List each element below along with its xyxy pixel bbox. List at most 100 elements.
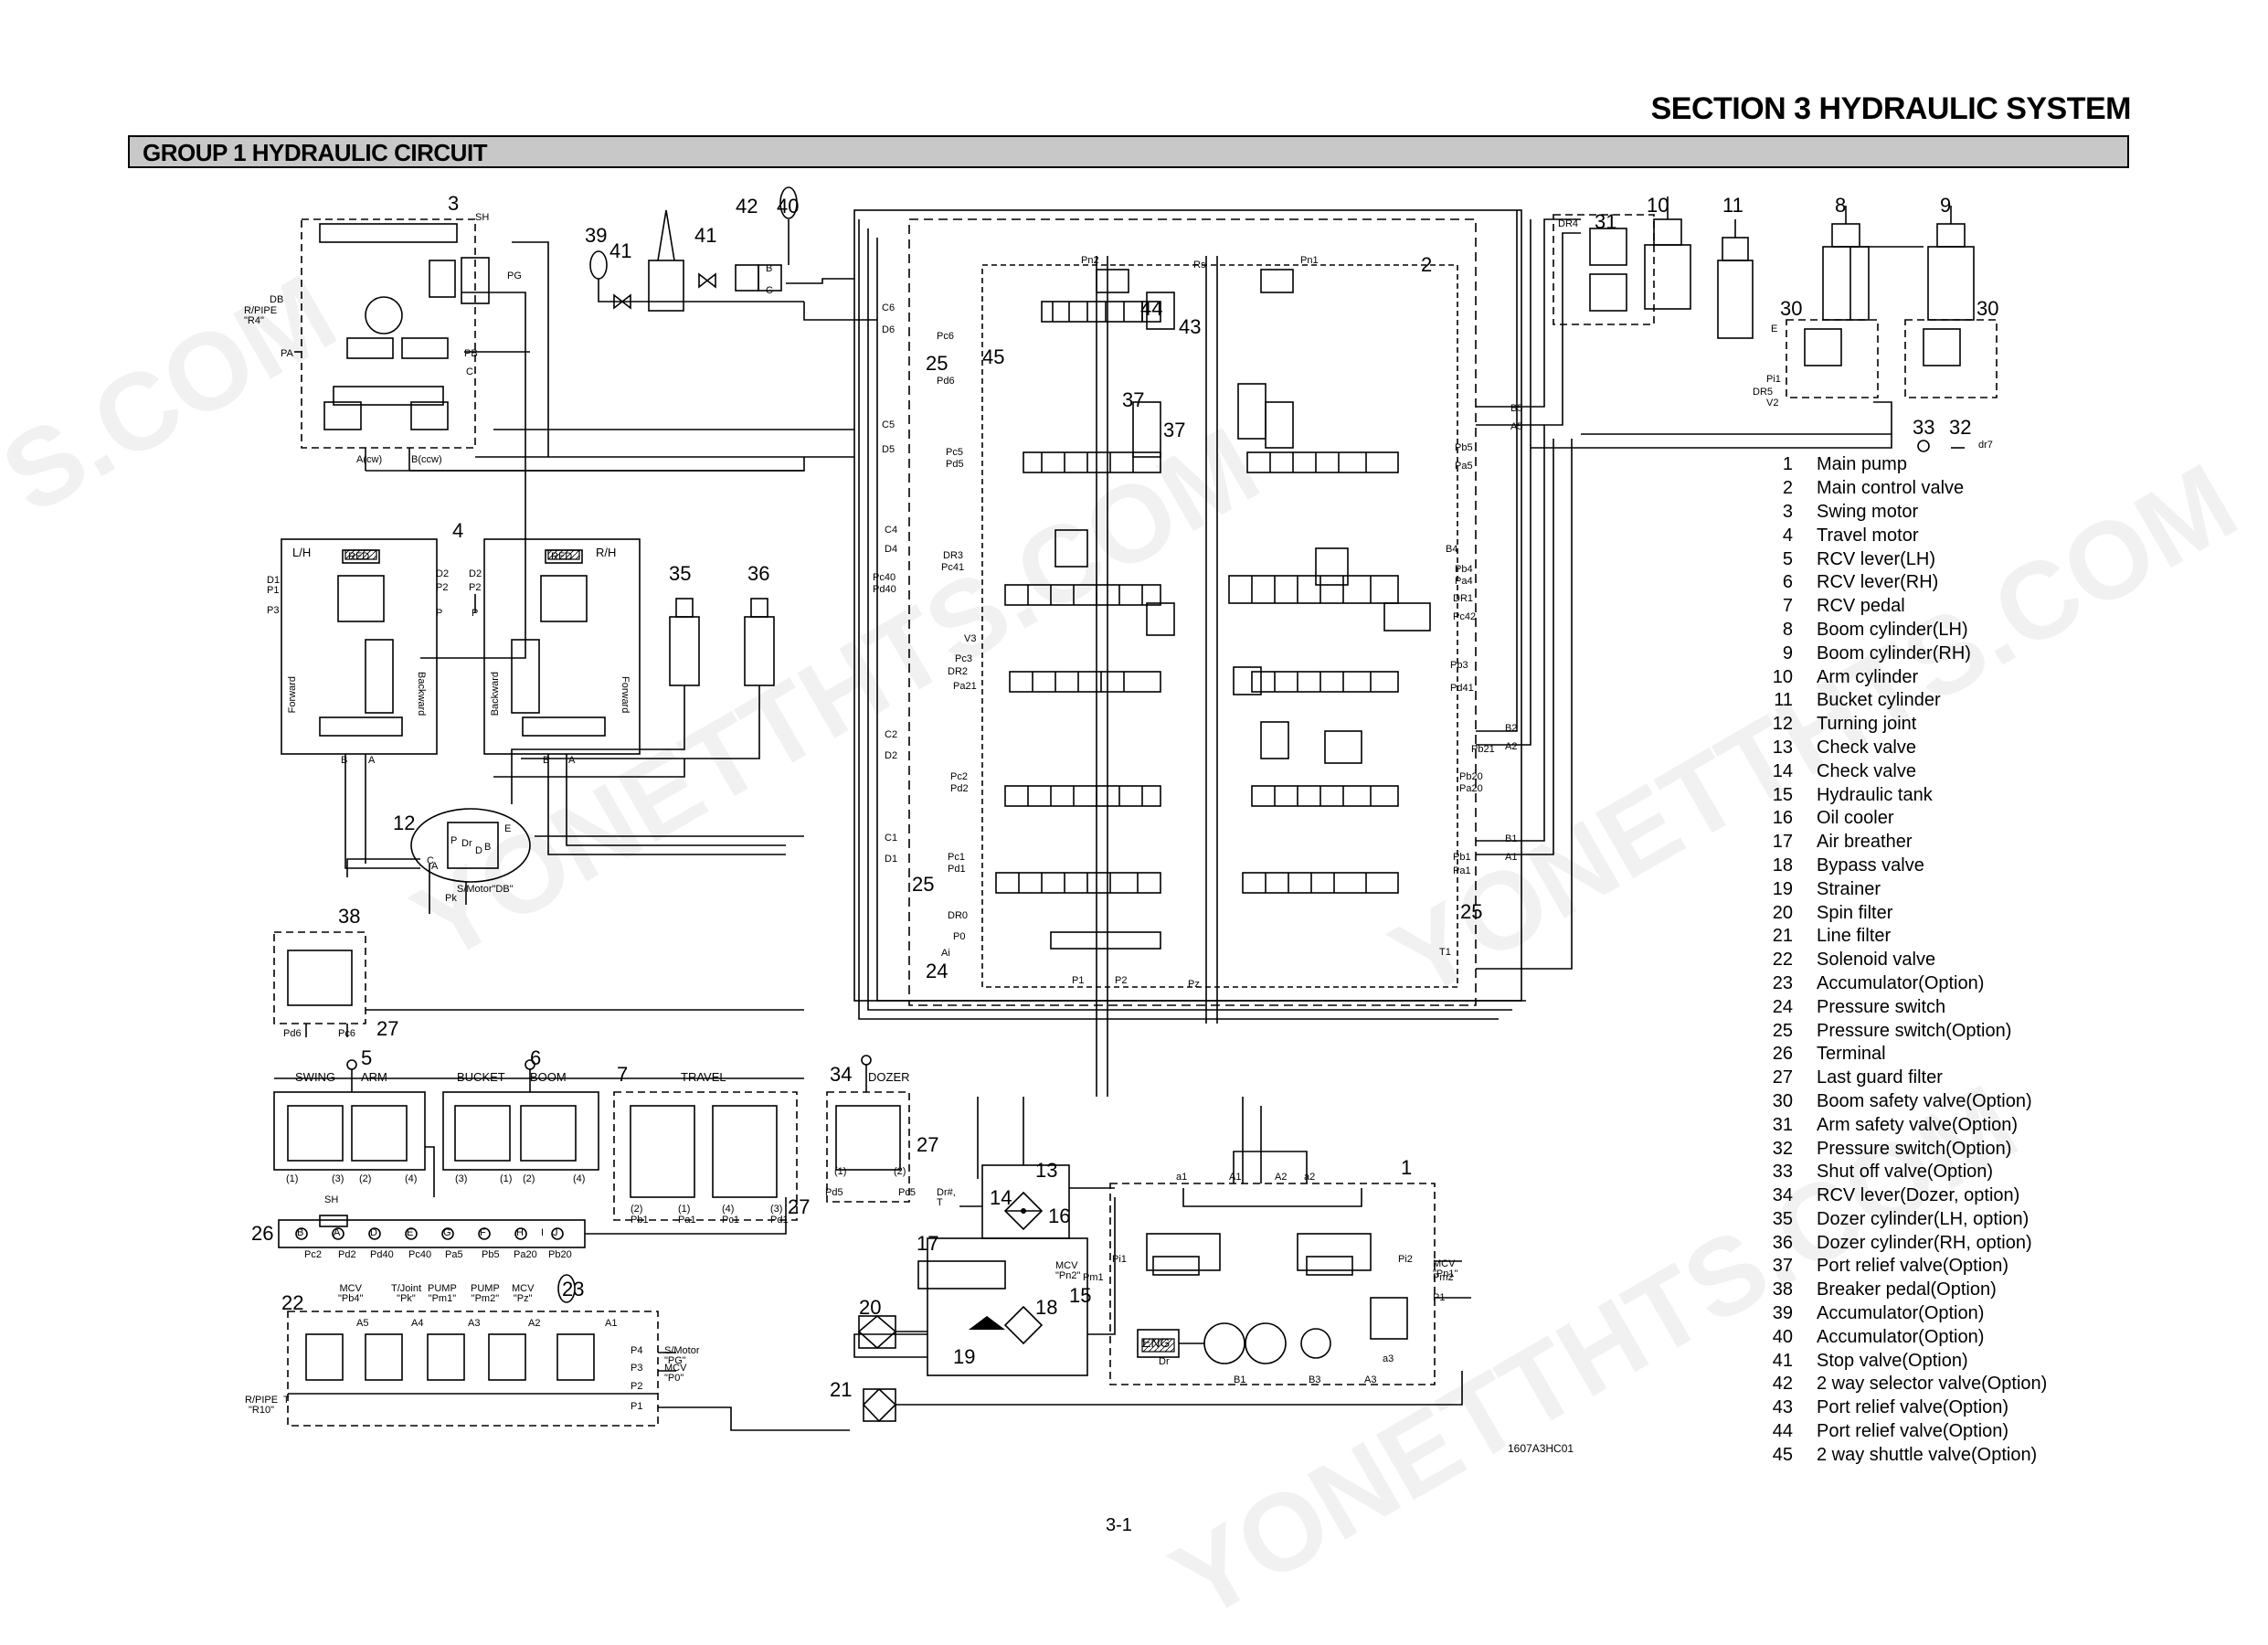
legend-name: RCV pedal — [1817, 596, 1905, 617]
page-number: 3-1 — [1106, 1515, 1132, 1535]
port-label: V3 — [964, 633, 977, 644]
port-label: P0 — [953, 931, 966, 942]
port-label: Pc3 — [955, 653, 972, 664]
port-label: (1) — [678, 1204, 691, 1215]
port-label: Pa5 — [1455, 461, 1473, 472]
legend-name: Terminal — [1817, 1044, 1886, 1065]
port-label: Dr#, T — [937, 1187, 956, 1208]
port-label: A2 — [528, 1318, 541, 1329]
port-label: A(cw) — [356, 454, 383, 465]
port-label: C2 — [885, 729, 898, 740]
port-label: A5 — [1510, 421, 1523, 432]
legend-number: 35 — [1772, 1208, 1793, 1229]
callout-4: 4 — [452, 519, 464, 542]
callout-7: 7 — [617, 1063, 629, 1086]
port-label: Pc40 — [873, 572, 896, 583]
port-label: Rs — [1193, 260, 1206, 271]
port-label: S/Motor"DB" — [457, 884, 514, 895]
port-label: (4) — [722, 1204, 735, 1215]
port-label: H — [516, 1227, 524, 1238]
port-label: B5 — [1510, 403, 1523, 414]
port-label: (3) — [455, 1173, 468, 1184]
port-label: Pd6 — [937, 376, 955, 387]
port-label: B2 — [1505, 723, 1518, 734]
legend-number: 13 — [1772, 737, 1793, 758]
port-label: Backward — [416, 672, 427, 716]
port-label: B4 — [1446, 544, 1458, 555]
legend-number: 30 — [1772, 1090, 1793, 1111]
port-label: C5 — [882, 419, 896, 430]
port-label: P2 — [1115, 975, 1128, 986]
port-label: (2) — [359, 1173, 372, 1184]
group-title: GROUP 1 HYDRAULIC CIRCUIT — [143, 139, 488, 166]
callout-11: 11 — [1722, 194, 1743, 217]
label-red: RED — [551, 551, 573, 562]
legend-number: 10 — [1772, 666, 1793, 687]
callout-9: 9 — [1940, 194, 1952, 217]
legend-number: 1 — [1782, 454, 1793, 475]
legend-name: Port relief valve(Option) — [1817, 1397, 2009, 1418]
callout-20: 20 — [859, 1296, 882, 1319]
port-label: F — [480, 1227, 486, 1238]
mcv-spool-2 — [1023, 451, 1399, 473]
callout-37: 37 — [1122, 388, 1145, 411]
legend-name: Oil cooler — [1817, 808, 1894, 829]
port-label: Pa20 — [514, 1249, 537, 1260]
callout-31: 31 — [1595, 210, 1617, 233]
port-label: P4 — [631, 1345, 643, 1356]
legend-number: 42 — [1772, 1374, 1793, 1395]
port-label: Dr — [461, 838, 472, 849]
port-label: Pb21 — [1471, 744, 1495, 755]
callout-1: 1 — [1401, 1156, 1413, 1179]
port-label: A — [334, 1227, 341, 1238]
legend-row: 6 RCV lever(RH) — [1745, 571, 2147, 595]
legend-name: RCV lever(RH) — [1817, 572, 1939, 593]
port-label: D2 — [885, 750, 898, 761]
port-label: Pc1 — [948, 852, 965, 863]
callout-27: 27 — [917, 1133, 939, 1156]
port-label: (4) — [405, 1173, 418, 1184]
legend-name: Spin filter — [1817, 902, 1893, 923]
callout-27: 27 — [376, 1017, 399, 1040]
legend-name: Line filter — [1817, 926, 1892, 947]
legend-name: Boom safety valve(Option) — [1817, 1090, 2032, 1111]
port-label: Pc1 — [722, 1215, 739, 1226]
port-label: Pa5 — [445, 1249, 463, 1260]
legend-number: 17 — [1772, 832, 1793, 853]
callout-13: 13 — [1035, 1159, 1058, 1182]
port-label: DB — [270, 294, 284, 305]
rcv-internals — [287, 1105, 901, 1198]
port-label: Ai — [941, 948, 950, 959]
port-label: T/Joint "Pk" — [391, 1283, 422, 1304]
port-label: B1 — [1505, 833, 1518, 844]
port-label: MCV "Pb4" — [338, 1283, 364, 1304]
port-label: DR0 — [948, 910, 969, 921]
port-label: S/Motor "PG" — [664, 1345, 700, 1366]
legend-name: Accumulator(Option) — [1817, 1326, 1985, 1347]
legend-name: Breaker pedal(Option) — [1817, 1279, 1997, 1300]
legend-number: 6 — [1782, 572, 1793, 593]
legend-number: 8 — [1782, 619, 1793, 640]
legend-name: RCV lever(Dozer, option) — [1817, 1185, 2020, 1206]
legend-number: 44 — [1772, 1421, 1793, 1442]
mcv-spool-4 — [1009, 671, 1399, 693]
port-label: Pc42 — [1453, 611, 1477, 622]
legend-name: Solenoid valve — [1817, 950, 1936, 971]
legend-number: 40 — [1772, 1326, 1793, 1347]
legend-number: 21 — [1772, 926, 1793, 947]
port-label: Pi2 — [1398, 1254, 1413, 1265]
mcv-spool-3 — [1004, 575, 1399, 606]
port-label: P2 — [631, 1381, 643, 1392]
legend-number: 2 — [1782, 478, 1793, 499]
swing-motor-box — [301, 218, 476, 449]
